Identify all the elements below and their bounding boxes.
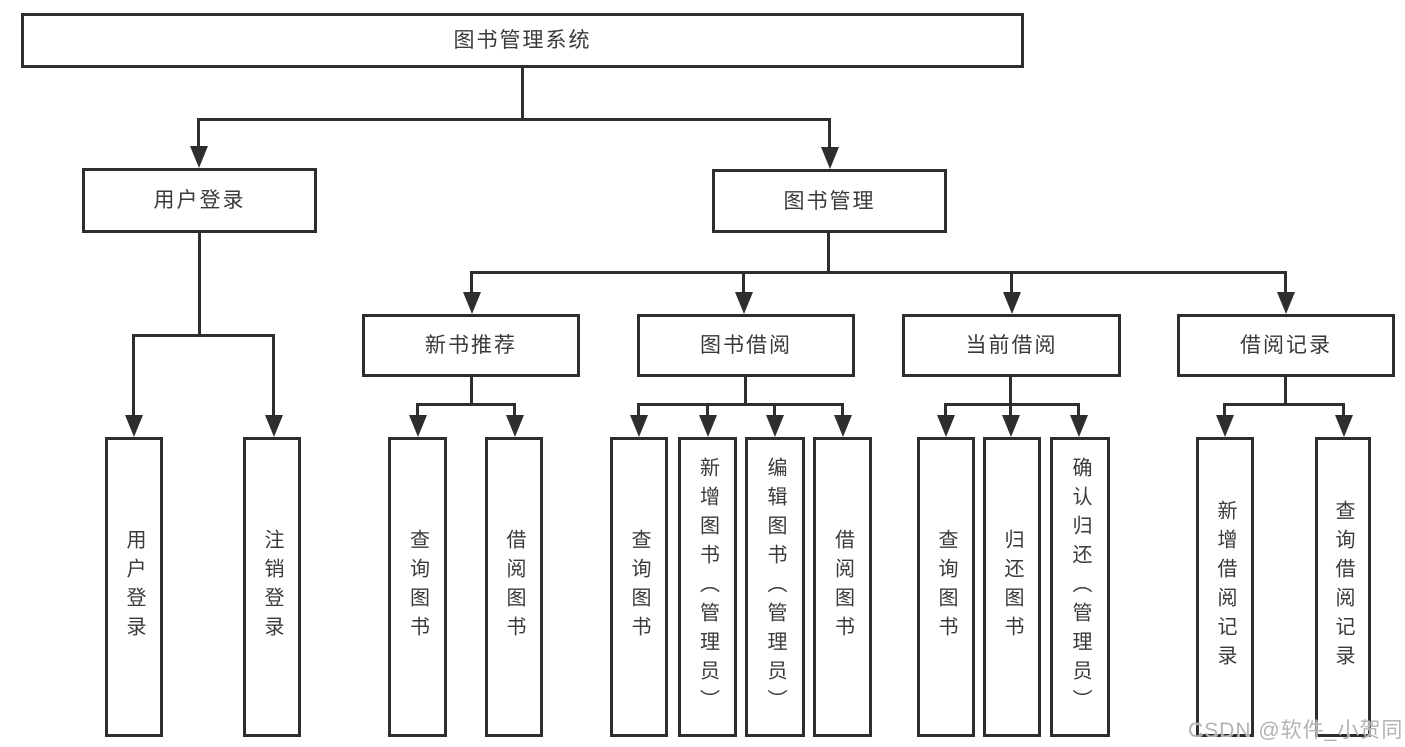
connector-line [1342, 403, 1345, 417]
node-query-book-current: 查询图书 [917, 437, 975, 737]
connector-line [470, 271, 1287, 274]
arrowhead-down-icon [506, 415, 524, 437]
connector-line [416, 403, 419, 417]
connector-line [416, 403, 516, 406]
arrowhead-down-icon [1277, 292, 1295, 314]
connector-line [744, 377, 747, 406]
node-new-book-rec: 新书推荐 [362, 314, 580, 377]
arrowhead-down-icon [190, 146, 208, 168]
node-query-book-borrow: 查询图书 [610, 437, 668, 737]
connector-line [1284, 377, 1287, 406]
node-label-book-borrow: 图书借阅 [700, 334, 792, 357]
arrowhead-down-icon [1003, 292, 1021, 314]
connector-line [272, 334, 275, 419]
node-label-add-borrow-record: 新增借阅记录 [1214, 500, 1236, 674]
connector-line [944, 403, 947, 417]
node-label-query-book-current: 查询图书 [935, 529, 957, 645]
node-add-book-admin: 新增图书（管理员） [678, 437, 737, 737]
connector-line [132, 334, 135, 419]
node-label-borrow-book-borrow: 借阅图书 [831, 529, 854, 645]
arrowhead-down-icon [409, 415, 427, 437]
node-label-current-borrow: 当前借阅 [965, 334, 1058, 357]
node-root: 图书管理系统 [21, 13, 1024, 68]
connector-line [773, 403, 776, 417]
connector-line [1009, 403, 1012, 417]
connector-line [742, 271, 745, 295]
connector-line [1009, 377, 1012, 406]
arrowhead-down-icon [699, 415, 717, 437]
node-label-query-book-borrow: 查询图书 [628, 529, 650, 645]
node-label-book-mgmt-module: 图书管理 [783, 189, 876, 213]
node-logout: 注销登录 [243, 437, 301, 737]
node-label-add-book-admin: 新增图书（管理员） [696, 456, 719, 718]
arrowhead-down-icon [766, 415, 784, 437]
node-label-edit-book-admin: 编辑图书（管理员） [764, 456, 786, 718]
connector-line [1223, 403, 1226, 417]
connector-line [637, 403, 640, 417]
connector-line [841, 403, 844, 417]
connector-line [944, 403, 1080, 406]
node-label-borrow-book-rec: 借阅图书 [503, 529, 525, 645]
connector-line [706, 403, 709, 417]
node-edit-book-admin: 编辑图书（管理员） [745, 437, 805, 737]
connector-line [1010, 271, 1013, 295]
csdn-watermark: CSDN @软件_小贺同学 [1188, 719, 1405, 742]
arrowhead-down-icon [821, 147, 839, 169]
node-borrow-book-rec: 借阅图书 [485, 437, 543, 737]
arrowhead-down-icon [125, 415, 143, 437]
node-label-return-book: 归还图书 [1001, 529, 1023, 645]
connector-line [470, 271, 473, 295]
node-user-login: 用户登录 [105, 437, 163, 737]
node-label-user-login: 用户登录 [123, 529, 145, 645]
arrowhead-down-icon [630, 415, 648, 437]
node-label-login-module: 用户登录 [153, 189, 246, 212]
arrowhead-down-icon [1070, 415, 1088, 437]
node-return-book: 归还图书 [983, 437, 1041, 737]
connector-line [198, 233, 201, 337]
node-query-book-rec: 查询图书 [388, 437, 447, 737]
connector-line [637, 403, 844, 406]
node-confirm-return-admin: 确认归还（管理员） [1050, 437, 1110, 737]
node-label-logout: 注销登录 [261, 529, 283, 645]
connector-line [197, 118, 200, 148]
arrowhead-down-icon [735, 292, 753, 314]
arrowhead-down-icon [1002, 415, 1020, 437]
node-login-module: 用户登录 [82, 168, 317, 233]
connector-line [197, 118, 831, 121]
node-current-borrow: 当前借阅 [902, 314, 1121, 377]
node-label-query-borrow-record: 查询借阅记录 [1332, 500, 1354, 674]
connector-line [1284, 271, 1287, 295]
connector-line [470, 377, 473, 406]
node-label-borrow-record: 借阅记录 [1240, 334, 1332, 357]
node-label-new-book-rec: 新书推荐 [425, 334, 517, 357]
connector-line [132, 334, 275, 337]
node-label-root: 图书管理系统 [453, 29, 592, 52]
connector-line [513, 403, 516, 417]
arrowhead-down-icon [937, 415, 955, 437]
arrowhead-down-icon [1335, 415, 1353, 437]
node-query-borrow-record: 查询借阅记录 [1315, 437, 1371, 737]
connector-line [827, 233, 830, 274]
connector-line [521, 68, 524, 121]
node-add-borrow-record: 新增借阅记录 [1196, 437, 1254, 737]
connector-line [1223, 403, 1345, 406]
node-book-mgmt-module: 图书管理 [712, 169, 947, 233]
arrowhead-down-icon [834, 415, 852, 437]
node-borrow-record: 借阅记录 [1177, 314, 1395, 377]
node-label-query-book-rec: 查询图书 [406, 529, 429, 645]
connector-line [1077, 403, 1080, 417]
node-book-borrow: 图书借阅 [637, 314, 855, 377]
arrowhead-down-icon [265, 415, 283, 437]
arrowhead-down-icon [1216, 415, 1234, 437]
node-label-confirm-return-admin: 确认归还（管理员） [1069, 456, 1091, 718]
arrowhead-down-icon [463, 292, 481, 314]
node-borrow-book-borrow: 借阅图书 [813, 437, 872, 737]
connector-line [828, 118, 831, 148]
